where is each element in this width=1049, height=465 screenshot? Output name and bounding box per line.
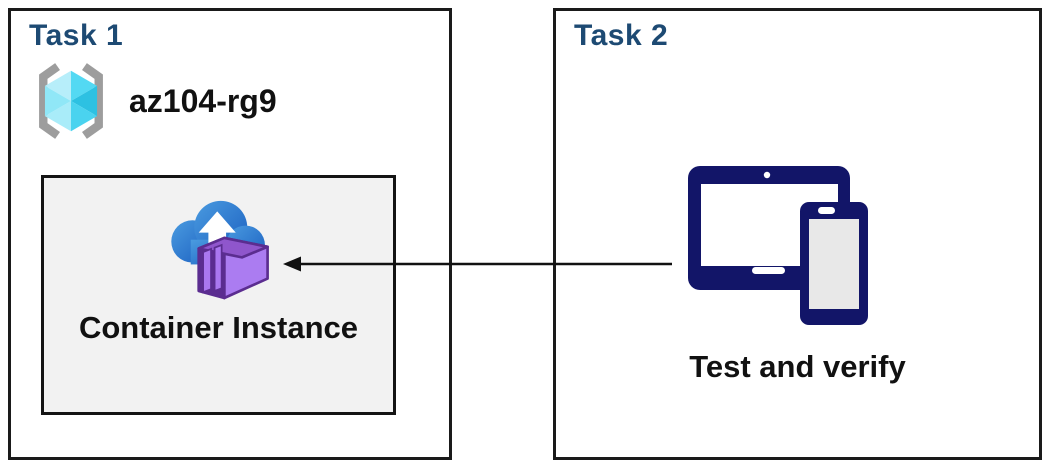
phone-icon [800,202,868,325]
tablet-phone-icon [688,166,868,325]
container-instance-box: Container Instance [41,175,396,415]
container-doors [201,243,223,294]
upload-arrow-icon [198,211,236,260]
resource-group-icon [39,63,103,139]
task2-panel: Task 2 Test and verify [553,8,1042,460]
task1-title: Task 1 [29,19,124,52]
container-instance-label: Container Instance [78,310,359,345]
container-instance-icon [170,200,269,300]
test-and-verify-label: Test and verify [689,349,906,384]
task2-title: Task 2 [574,19,669,52]
task1-panel: Task 1 az104-rg9 [8,8,452,460]
resource-group-row: az104-rg9 [29,59,277,143]
resource-group-name: az104-rg9 [129,82,277,119]
